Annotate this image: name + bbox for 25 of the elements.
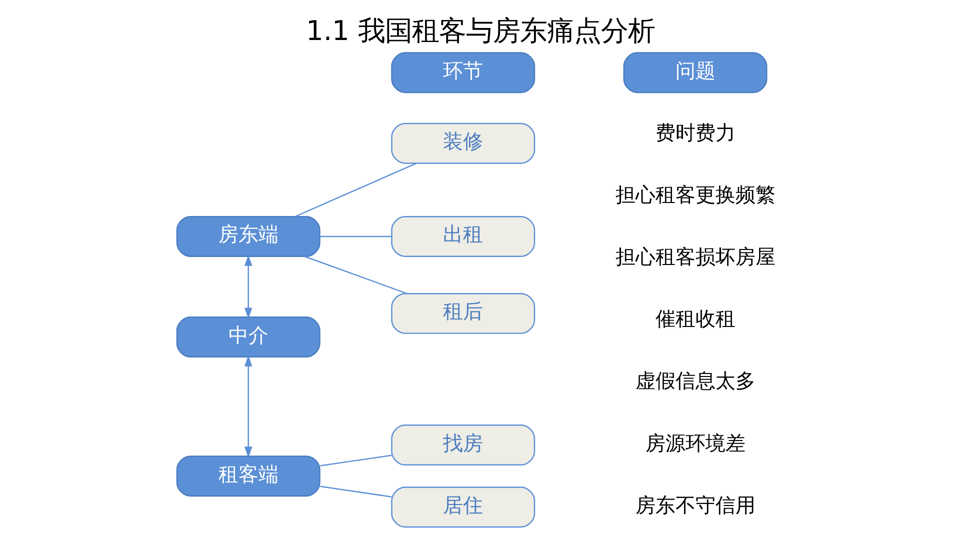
node-box: 租客端 <box>176 456 320 497</box>
diagram-title: 1.1 我国租客与房东痛点分析 <box>305 16 655 47</box>
label: 费时费力 <box>654 121 735 144</box>
label: 虚假信息太多 <box>634 370 755 393</box>
label: 担心租客损坏房屋 <box>614 246 775 269</box>
node-box: 出租 <box>390 216 535 257</box>
arrow <box>244 355 252 458</box>
label: 催租收租 <box>654 308 735 331</box>
label: 房东不守信用 <box>634 494 755 517</box>
arrow <box>244 254 252 319</box>
connector <box>320 236 391 238</box>
node-box: 租后 <box>390 292 535 334</box>
connector <box>320 454 392 466</box>
connector <box>304 256 407 294</box>
label: 担心租客更换频繁 <box>614 183 775 206</box>
node-box: 居住 <box>390 486 535 528</box>
node-box: 找房 <box>390 424 535 466</box>
connector <box>294 162 416 218</box>
node-box: 装修 <box>390 122 535 164</box>
connector <box>320 486 392 498</box>
node-box: 房东端 <box>176 216 320 257</box>
node-box: 中介 <box>176 316 320 358</box>
node-box: 问题 <box>622 52 767 94</box>
label: 房源环境差 <box>644 432 745 455</box>
node-box: 环节 <box>390 52 535 94</box>
